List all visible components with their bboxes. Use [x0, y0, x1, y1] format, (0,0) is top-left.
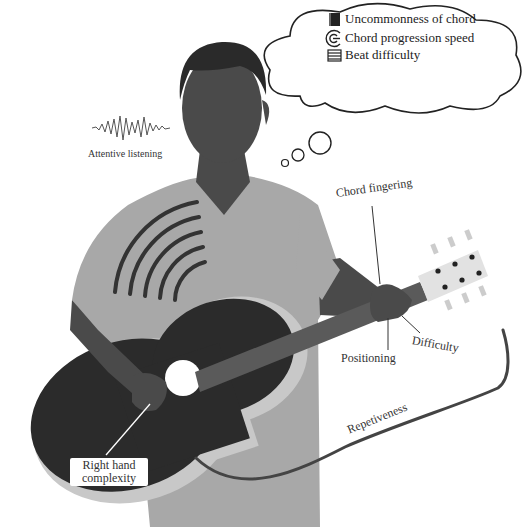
- music-sheet-icon: [328, 50, 341, 61]
- thought-bubble: [292, 149, 304, 161]
- thought-cloud: [264, 4, 521, 113]
- thought-cloud-node: Uncommonness of chordChord progression s…: [345, 11, 476, 63]
- leader-line: [372, 206, 380, 284]
- sleeve: [296, 215, 340, 300]
- part-label: Right hand complexity: [70, 458, 148, 486]
- caption-label: Attentive listening: [88, 148, 162, 159]
- ear: [262, 100, 269, 125]
- thought-item: Beat difficulty: [345, 47, 420, 63]
- bracket-label: Repetiveness: [346, 401, 410, 437]
- guitar-neck: [195, 282, 428, 392]
- sound-waves: [115, 202, 205, 300]
- leader-line: [388, 318, 389, 350]
- thought-item: Uncommonness of chord: [345, 11, 476, 27]
- thought-item: Chord progression speed: [345, 30, 474, 46]
- leader-line: [106, 404, 150, 455]
- guitar-rim: [8, 277, 338, 527]
- part-label: Chord fingering: [335, 176, 413, 200]
- headstock: [418, 229, 488, 310]
- guitar-body: [8, 281, 323, 516]
- sound-waveform: [92, 116, 170, 140]
- book-icon: [329, 13, 340, 26]
- sound-hole: [165, 360, 201, 396]
- speed-icon: [326, 31, 340, 47]
- fretting-hand: [370, 284, 412, 322]
- thought-bubble: [309, 132, 331, 154]
- thought-bubble: [282, 160, 289, 167]
- part-label: Positioning: [341, 352, 396, 365]
- leader-line: [402, 316, 420, 333]
- repetition-bracket: [196, 330, 508, 479]
- part-label: Difficulty: [411, 334, 460, 355]
- hair: [180, 42, 266, 100]
